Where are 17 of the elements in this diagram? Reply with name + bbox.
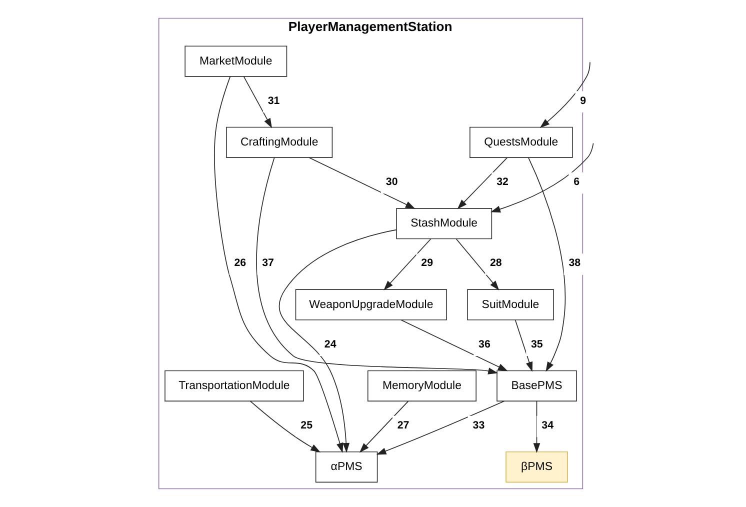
edge-label: 35 xyxy=(531,338,543,350)
edge-label: 9 xyxy=(580,94,586,107)
edge-label: 24 xyxy=(324,338,336,350)
edge-label: 26 xyxy=(234,257,246,270)
edge-label: 34 xyxy=(542,419,554,432)
edge-label: 31 xyxy=(268,94,280,107)
edge-label: 6 xyxy=(574,176,580,188)
edge-label: 25 xyxy=(300,419,312,432)
edge-label: 30 xyxy=(386,176,398,188)
edge-label: 27 xyxy=(397,419,410,432)
edge-label: 33 xyxy=(472,419,485,432)
edge-label: 38 xyxy=(568,257,581,270)
edge-label: 37 xyxy=(262,257,274,270)
edge-label: 36 xyxy=(478,338,490,350)
edge-label: 32 xyxy=(496,176,508,188)
edge-label: 28 xyxy=(490,257,502,270)
edge-label: 29 xyxy=(421,257,434,270)
